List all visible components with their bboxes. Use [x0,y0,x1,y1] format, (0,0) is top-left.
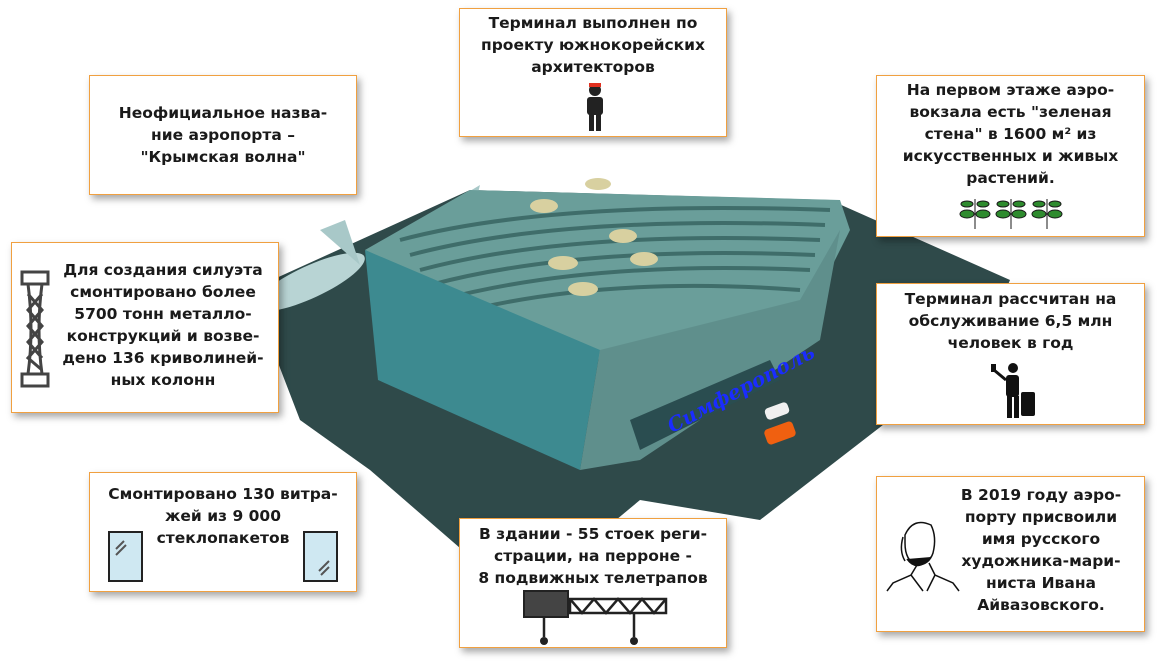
jet-bridge-icon [523,590,668,645]
terminal-roof [365,190,850,360]
orange-van [764,421,796,445]
column-icon [20,270,50,388]
card-glass [89,472,357,592]
card-checkin [459,518,727,648]
white-car [764,402,790,420]
fact-architects: Терминал выполнен по проекту южнокорейск… [480,14,706,76]
card-green-wall [876,75,1145,237]
glass-facade [365,250,600,470]
skylights [530,178,658,296]
card-aivazovsky [876,476,1145,632]
fact-glass: Смонтировано 130 витра- жей из 9 000 сте… [108,485,338,547]
card-nickname [89,75,357,195]
fact-aivazovsky: В 2019 году аэро- порту присвоили имя ру… [960,486,1122,614]
card-capacity [876,283,1145,425]
fact-steel: Для создания силуэта смонтировано более … [62,261,264,389]
roof-waves [399,206,831,317]
card-steel [11,242,279,413]
fact-checkin: В здании - 55 стоек реги- страции, на пе… [478,525,708,587]
traveler-icon [991,363,1035,418]
window-icon-right [303,531,338,582]
entrance-canopy [630,360,780,450]
card-architects [459,8,727,137]
aivazovsky-portrait-icon [886,521,960,592]
window-icon-left [108,531,143,582]
fact-capacity: Терминал рассчитан на обслуживание 6,5 м… [904,290,1117,352]
plants-icon [959,199,1063,229]
fact-nickname: Неофициальное назва- ние аэропорта – "Кр… [118,104,328,166]
side-facade [580,230,840,470]
fact-green-wall: На первом этаже аэро- вокзала есть "зеле… [902,81,1119,187]
worker-icon [587,83,603,131]
